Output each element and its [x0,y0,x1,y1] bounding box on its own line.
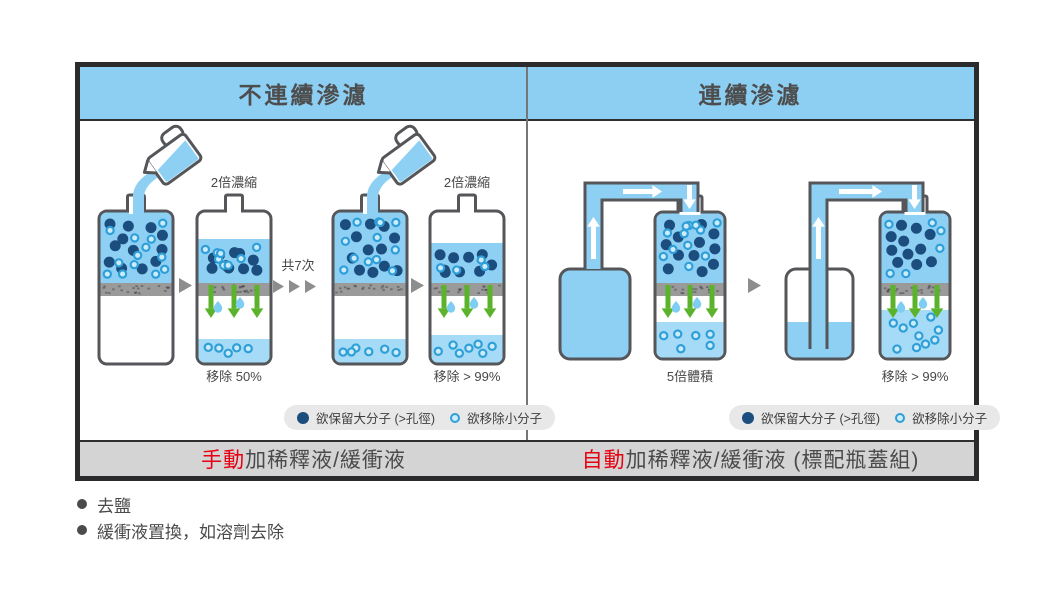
column-divider [526,67,528,476]
remove-50-label: 移除 50% [206,369,262,384]
right-diagram-shapes [558,181,952,361]
repeat-times-label: 共7次 [281,258,314,273]
note-desalting: 去鹽 [77,491,284,517]
auto-rest: 加稀釋液/緩衝液 (標配瓶蓋組) [625,449,920,472]
legend-remove-label: 欲移除小分子 [467,412,543,426]
manual-rest: 加稀釋液/緩衝液 [245,449,406,472]
concentration-label-2: 2倍濃縮 [444,175,490,190]
legend-remove-label: 欲移除小分子 [912,412,988,426]
notes: 去鹽 緩衝液置換，如溶劑去除 [77,491,284,543]
small-molecule-icon [895,412,906,423]
legend-right: 欲保留大分子 (>孔徑) 欲移除小分子 [729,405,1001,430]
diafiltration-comparison-diagram: 不連續滲濾 連續滲濾 2倍濃縮 共7次 2倍濃縮 移除 50% 移除 > 99%… [75,62,1001,481]
right-panel-title: 連續滲濾 [698,82,803,108]
remove-99-label-left: 移除 > 99% [434,369,501,384]
concentration-label-1: 2倍濃縮 [211,175,257,190]
legend-left: 欲保留大分子 (>孔徑) 欲移除小分子 [284,405,556,430]
auto-highlight: 自動 [581,449,626,472]
left-diagram-shapes [97,124,506,366]
legend-retain-label: 欲保留大分子 (>孔徑) [761,412,881,426]
large-molecule-icon [297,411,309,424]
manual-add-buffer-label: 手動加稀釋液/緩衝液 [80,442,527,476]
bullet-icon [77,499,87,509]
remove-99-label-right: 移除 > 99% [882,369,949,384]
note-text: 緩衝液置換，如溶劑去除 [97,522,284,542]
auto-add-buffer-label: 自動加稀釋液/緩衝液 (標配瓶蓋組) [527,442,974,476]
note-buffer-exchange: 緩衝液置換，如溶劑去除 [77,517,284,543]
bullet-icon [77,525,87,535]
discontinuous-diafiltration-diagram: 2倍濃縮 共7次 2倍濃縮 移除 50% 移除 > 99% [97,124,506,384]
large-molecule-icon [742,411,754,424]
small-molecule-icon [450,412,461,423]
footer-row: 手動加稀釋液/緩衝液 自動加稀釋液/緩衝液 (標配瓶蓋組) [80,440,974,476]
volume-label: 5倍體積 [667,369,713,384]
legend-retain-label: 欲保留大分子 (>孔徑) [316,412,436,426]
continuous-diafiltration-diagram: 5倍體積 移除 > 99% [558,181,952,384]
note-text: 去鹽 [97,496,131,516]
left-panel-title: 不連續滲濾 [238,82,369,108]
manual-highlight: 手動 [201,449,246,472]
